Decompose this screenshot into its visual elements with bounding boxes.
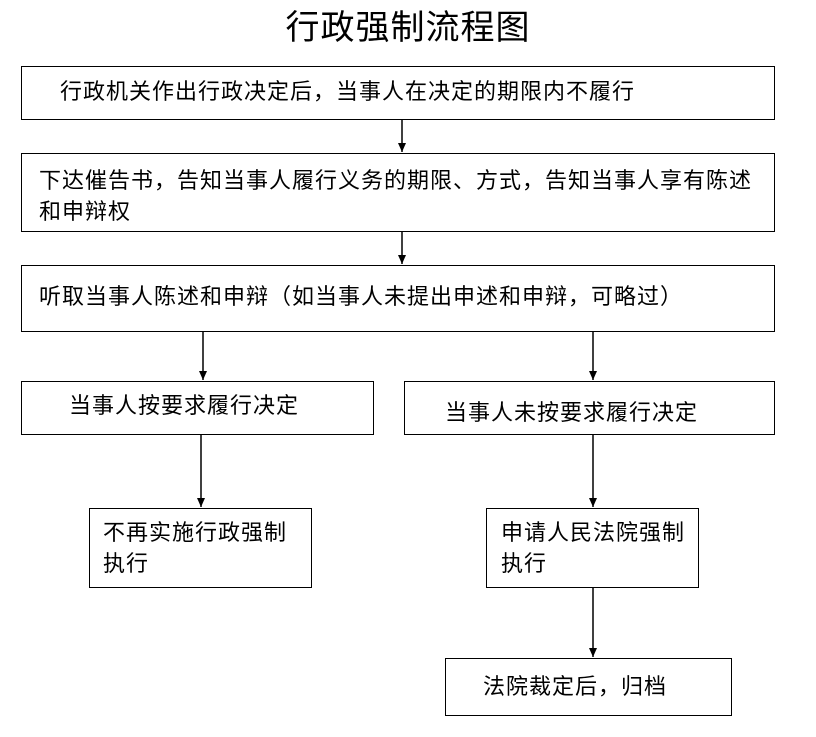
step-box-party-not-complies: 当事人未按要求履行决定 <box>404 381 775 435</box>
step-box-party-complies: 当事人按要求履行决定 <box>21 381 374 435</box>
step-box-decision-not-fulfilled: 行政机关作出行政决定后，当事人在决定的期限内不履行 <box>21 66 775 120</box>
step-text: 不再实施行政强制执行 <box>103 521 288 577</box>
page-title: 行政强制流程图 <box>285 8 531 48</box>
step-text: 法院裁定后，归档 <box>483 675 668 700</box>
step-text: 行政机关作出行政决定后，当事人在决定的期限内不履行 <box>60 80 636 105</box>
step-box-no-enforcement: 不再实施行政强制执行 <box>89 508 312 588</box>
step-box-hear-statement: 听取当事人陈述和申辩（如当事人未提出申述和申辩，可略过） <box>21 265 775 332</box>
step-text: 申请人民法院强制执行 <box>501 521 686 577</box>
step-text: 当事人按要求履行决定 <box>69 394 300 419</box>
step-box-court-ruling-archive: 法院裁定后，归档 <box>445 658 732 716</box>
step-text: 听取当事人陈述和申辩（如当事人未提出申述和申辩，可略过） <box>39 285 684 310</box>
step-text: 当事人未按要求履行决定 <box>445 401 699 426</box>
step-text: 下达催告书，告知当事人履行义务的期限、方式，告知当事人享有陈述和申辩权 <box>39 169 753 225</box>
step-box-apply-court-enforcement: 申请人民法院强制执行 <box>486 508 699 588</box>
step-box-issue-reminder: 下达催告书，告知当事人履行义务的期限、方式，告知当事人享有陈述和申辩权 <box>21 153 775 232</box>
